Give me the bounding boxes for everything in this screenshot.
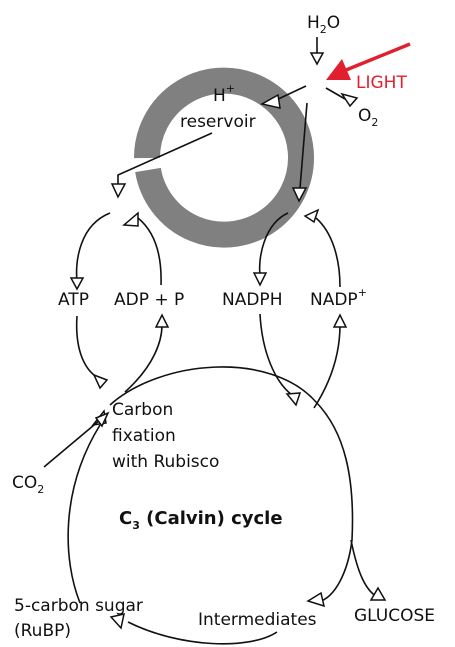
nadp-plus-label: NADP+	[310, 286, 367, 310]
light-arrow	[326, 42, 411, 80]
o2-label: O2	[358, 106, 378, 129]
reservoir-label: reservoir	[180, 112, 256, 132]
hplus-arrow	[259, 85, 307, 109]
c3-calvin-cycle-label: C3 (Calvin) cycle	[119, 508, 283, 532]
glucose-label: GLUCOSE	[354, 606, 435, 626]
thylakoid-membrane	[133, 67, 314, 248]
intermediates-label: Intermediates	[198, 610, 317, 630]
atp-adp-cycle	[69, 211, 170, 393]
atp-label: ATP	[58, 290, 89, 310]
glucose-branch-arrow	[350, 539, 387, 601]
calvin-cycle-arc-top	[109, 366, 354, 603]
hplus-label: H+	[213, 82, 235, 106]
calvin-cycle-arc-bottom	[127, 621, 278, 645]
nadph-feed-arrow	[291, 102, 308, 203]
rubp-label: (RuBP)	[14, 621, 71, 641]
h2o-arrow	[309, 37, 325, 66]
co2-label: CO2	[12, 473, 44, 496]
nadph-cycle	[252, 208, 348, 409]
light-label: LIGHT	[356, 73, 407, 93]
with-rubisco-label: with Rubisco	[112, 452, 219, 472]
calvin-cycle-arc-left	[67, 424, 101, 604]
five-carbon-sugar-label: 5-carbon sugar	[14, 596, 143, 616]
nadph-label: NADPH	[222, 290, 282, 310]
o2-arrow	[325, 87, 359, 108]
fixation-label: fixation	[112, 426, 176, 446]
adp-p-label: ADP + P	[114, 290, 184, 310]
h2o-label: H2O	[307, 13, 340, 36]
carbon-label: Carbon	[112, 400, 173, 420]
co2-arrow	[43, 411, 110, 468]
atp-feed-arrow	[110, 132, 213, 199]
